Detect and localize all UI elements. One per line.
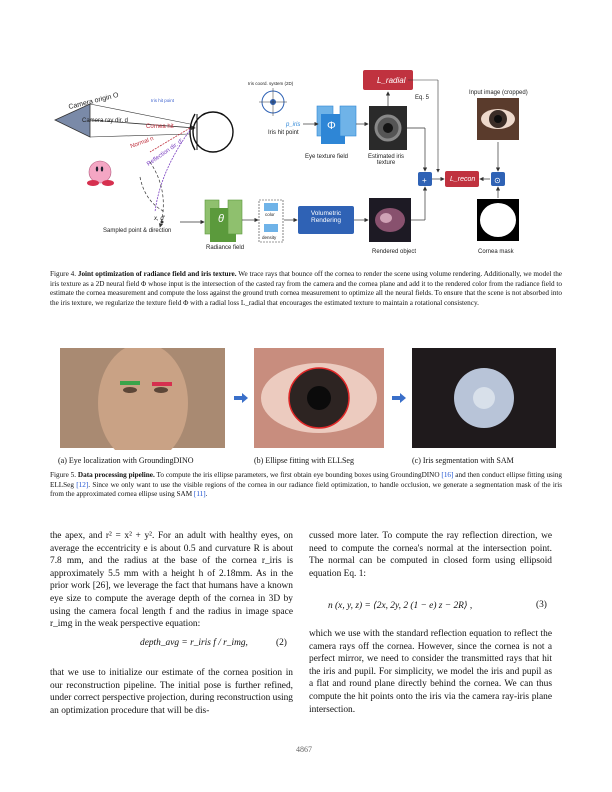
page-number: 4867 <box>296 745 312 754</box>
l-radial-box <box>363 70 413 90</box>
subcaption-a: (a) Eye localization with GroundingDINO <box>58 456 194 465</box>
figure4-caption: Figure 4. Joint optimization of radiance… <box>50 270 562 308</box>
figure4-caption-title: Joint optimization of radiance field and… <box>77 270 237 278</box>
eye-circle <box>192 111 234 153</box>
input-image-label: Input image (cropped) <box>469 90 528 96</box>
right-column: cussed more later. To compute the ray re… <box>309 530 552 580</box>
left-paragraph-1: the apex, and r² = x² + y². For an adult… <box>50 531 293 630</box>
right-paragraph-2: which we use with the standard reflectio… <box>309 629 552 715</box>
plus-label: + <box>422 176 427 185</box>
plus-box <box>418 172 432 186</box>
equation-3: n (x, y, z) = ⟨2x, 2y, 2 (1 − e) z − 2R⟩… <box>328 601 473 611</box>
phi-label: Φ <box>327 120 336 132</box>
figure5-caption: Figure 5. Data processing pipeline. To c… <box>50 471 562 500</box>
sampled-point-label: Sampled point & direction <box>103 228 172 234</box>
iris-coord-system-label: Iris coord. system (2D) <box>248 81 294 86</box>
camera-frustum <box>54 103 91 138</box>
cornea-mask-label: Cornea mask <box>478 249 514 255</box>
figure4-caption-text: We trace rays that bounce off the cornea… <box>50 270 563 307</box>
figure4-diagram <box>54 70 519 243</box>
ref-16-link[interactable]: [16] <box>441 471 454 479</box>
volumetric-rendering-label: Volumetric Rendering <box>310 210 342 224</box>
odot-box <box>491 172 505 186</box>
left-column-continued: that we use to initialize our estimate o… <box>50 667 293 717</box>
cornea-hit-label: Cornea hit <box>146 124 174 130</box>
iris-hit-tag: Iris hit point <box>151 98 175 103</box>
right-paragraph-1: cussed more later. To compute the ray re… <box>309 531 552 579</box>
x-d-label: x, d' <box>154 216 165 222</box>
subcaption-b: (b) Ellipse fitting with ELLSeg <box>254 456 354 465</box>
arrow-right-icon <box>392 393 406 403</box>
density-label: density <box>262 235 277 240</box>
figure5-caption-text-1: To compute the iris ellipse parameters, … <box>156 471 440 479</box>
iris-hit-point-label: Iris hit point <box>268 130 299 136</box>
eq5-label: Eq. 5 <box>415 95 430 101</box>
equation-3-number: (3) <box>536 600 547 610</box>
figure5-caption-text-4: . <box>205 490 208 499</box>
figure5-caption-label: Figure 5. <box>50 471 77 479</box>
camera-ray-dir-label: Camera ray dir. d <box>82 118 129 124</box>
ref-11-link[interactable]: [11] <box>193 490 206 499</box>
l-radial-label: L_radial <box>377 76 406 85</box>
arrow-right-icon <box>234 393 248 403</box>
radiance-field-label: Radiance field <box>206 245 245 251</box>
kirby-object <box>87 160 114 186</box>
odot-label: ⊙ <box>494 176 501 185</box>
left-column: the apex, and r² = x² + y². For an adult… <box>50 530 293 631</box>
estimated-iris-texture-label: Estimated iris texture <box>367 154 404 166</box>
figure5-images <box>60 348 556 450</box>
equation-2-number: (2) <box>276 638 287 648</box>
volumetric-rendering-box <box>298 206 354 234</box>
left-paragraph-2: that we use to initialize our estimate o… <box>50 668 293 716</box>
eye-texture-field-label: Eye texture field <box>305 154 349 160</box>
l-recon-box <box>445 171 479 187</box>
color-label: color <box>265 212 275 217</box>
rendered-object-label: Rendered object <box>372 249 417 255</box>
right-column-continued: which we use with the standard reflectio… <box>309 628 552 716</box>
ref-12-link[interactable]: [12] <box>76 480 89 489</box>
theta-label: θ <box>218 213 224 225</box>
equation-2: depth_avg = r_iris f / r_img, <box>140 638 248 648</box>
subcaption-c: (c) Iris segmentation with SAM <box>412 456 514 465</box>
figure5-caption-text-2: and then conduct ellipse fitting using E… <box>50 471 563 489</box>
l-recon-label: L_recon <box>450 176 476 183</box>
figure5-caption-text-3: . Since we only want to use the visible … <box>50 480 563 499</box>
figure4-caption-label: Figure 4. <box>50 270 76 278</box>
p-iris-label: p_iris <box>286 122 301 128</box>
figure5-caption-title: Data processing pipeline. <box>77 471 155 479</box>
